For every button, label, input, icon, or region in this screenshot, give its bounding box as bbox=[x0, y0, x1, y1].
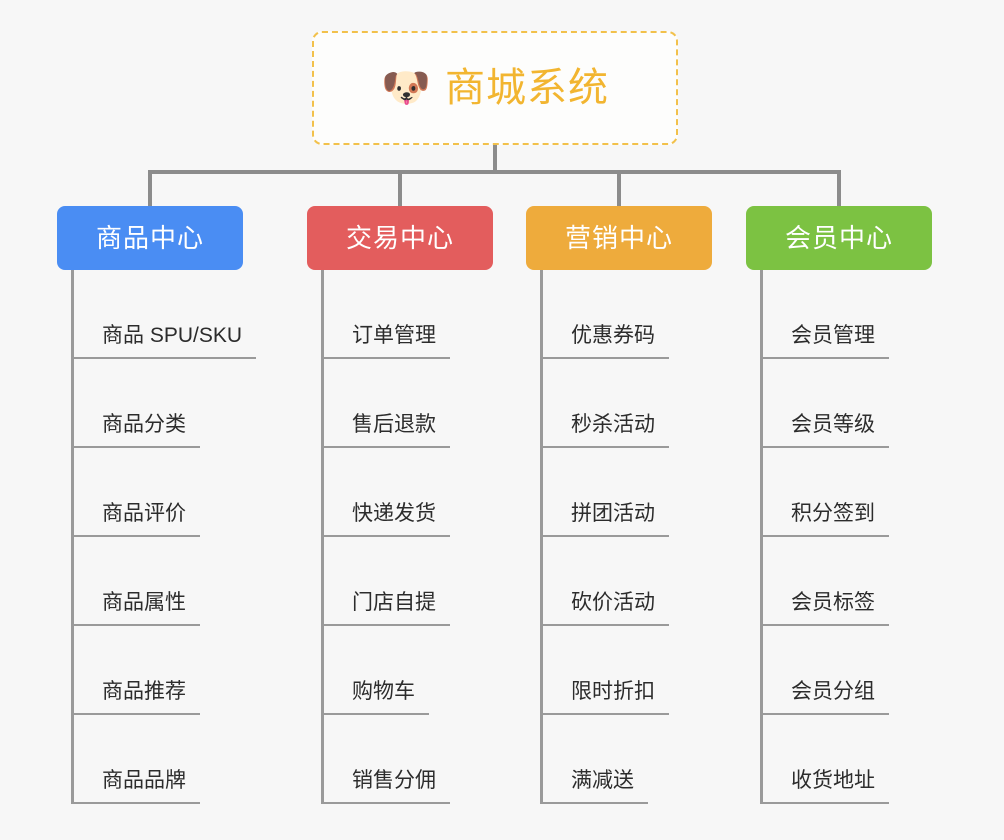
leaf-label: 商品评价 bbox=[102, 503, 200, 537]
leaf-label: 限时折扣 bbox=[571, 681, 669, 715]
leaf-label: 商品品牌 bbox=[102, 770, 200, 804]
leaf-item[interactable]: 购物车 bbox=[307, 626, 493, 715]
leaf-label: 商品分类 bbox=[102, 414, 200, 448]
leaf-item[interactable]: 秒杀活动 bbox=[526, 359, 712, 448]
connector-drop-member-center bbox=[837, 170, 841, 212]
leaf-item[interactable]: 会员分组 bbox=[746, 626, 932, 715]
tree-spine bbox=[321, 270, 324, 804]
leaf-item[interactable]: 商品 SPU/SKU bbox=[57, 270, 257, 359]
leaf-item[interactable]: 商品评价 bbox=[57, 448, 243, 537]
leaf-item[interactable]: 砍价活动 bbox=[526, 537, 712, 626]
category-label: 交易中心 bbox=[345, 223, 454, 253]
leaf-label: 满减送 bbox=[571, 770, 648, 804]
connector-drop-product-center bbox=[148, 170, 152, 212]
leaf-item[interactable]: 积分签到 bbox=[746, 448, 932, 537]
leaf-label: 销售分佣 bbox=[352, 770, 450, 804]
leaf-item[interactable]: 门店自提 bbox=[307, 537, 493, 626]
leaf-label: 积分签到 bbox=[791, 503, 889, 537]
leaf-label: 门店自提 bbox=[352, 592, 450, 626]
leaf-label: 购物车 bbox=[352, 681, 429, 715]
tree-spine bbox=[760, 270, 763, 804]
leaf-label: 会员管理 bbox=[791, 325, 889, 359]
leaf-label: 商品属性 bbox=[102, 592, 200, 626]
connector-drop-marketing-center bbox=[617, 170, 621, 212]
leaf-label: 售后退款 bbox=[352, 414, 450, 448]
leaf-list-marketing-center: 优惠券码秒杀活动拼团活动砍价活动限时折扣满减送 bbox=[526, 270, 712, 804]
tree-spine bbox=[540, 270, 543, 804]
leaf-label: 砍价活动 bbox=[571, 592, 669, 626]
leaf-item[interactable]: 订单管理 bbox=[307, 270, 493, 359]
leaf-label: 收货地址 bbox=[791, 770, 889, 804]
leaf-item[interactable]: 商品品牌 bbox=[57, 715, 243, 804]
column-trade-center: 交易中心订单管理售后退款快递发货门店自提购物车销售分佣 bbox=[307, 206, 493, 804]
root-title: 商城系统 bbox=[445, 66, 609, 110]
leaf-item[interactable]: 满减送 bbox=[526, 715, 712, 804]
leaf-item[interactable]: 商品分类 bbox=[57, 359, 243, 448]
leaf-item[interactable]: 快递发货 bbox=[307, 448, 493, 537]
category-label: 会员中心 bbox=[784, 223, 893, 253]
column-member-center: 会员中心会员管理会员等级积分签到会员标签会员分组收货地址 bbox=[746, 206, 932, 804]
tree-spine bbox=[71, 270, 74, 804]
leaf-item[interactable]: 优惠券码 bbox=[526, 270, 712, 359]
leaf-item[interactable]: 会员管理 bbox=[746, 270, 932, 359]
leaf-label: 优惠券码 bbox=[571, 325, 669, 359]
leaf-item[interactable]: 会员等级 bbox=[746, 359, 932, 448]
root-node[interactable]: 🐶 商城系统 bbox=[312, 31, 678, 145]
leaf-label: 订单管理 bbox=[352, 325, 450, 359]
leaf-item[interactable]: 商品推荐 bbox=[57, 626, 243, 715]
leaf-item[interactable]: 限时折扣 bbox=[526, 626, 712, 715]
connector-drop-trade-center bbox=[398, 170, 402, 212]
category-box-product-center[interactable]: 商品中心 bbox=[57, 206, 243, 270]
leaf-item[interactable]: 会员标签 bbox=[746, 537, 932, 626]
category-box-trade-center[interactable]: 交易中心 bbox=[307, 206, 493, 270]
leaf-item[interactable]: 收货地址 bbox=[746, 715, 932, 804]
leaf-label: 快递发货 bbox=[352, 503, 450, 537]
root-connector-stem bbox=[493, 145, 497, 173]
category-label: 商品中心 bbox=[95, 223, 204, 253]
root-connector-bar bbox=[150, 170, 838, 174]
leaf-label: 秒杀活动 bbox=[571, 414, 669, 448]
leaf-item[interactable]: 商品属性 bbox=[57, 537, 243, 626]
leaf-label: 会员等级 bbox=[791, 414, 889, 448]
column-product-center: 商品中心商品 SPU/SKU 商品分类商品评价商品属性商品推荐商品品牌 bbox=[57, 206, 257, 804]
leaf-list-product-center: 商品 SPU/SKU 商品分类商品评价商品属性商品推荐商品品牌 bbox=[57, 270, 257, 804]
leaf-label: 商品 SPU/SKU bbox=[102, 325, 257, 359]
category-box-member-center[interactable]: 会员中心 bbox=[746, 206, 932, 270]
leaf-label: 会员标签 bbox=[791, 592, 889, 626]
category-label: 营销中心 bbox=[564, 223, 673, 253]
leaf-label: 商品推荐 bbox=[102, 681, 200, 715]
leaf-label: 拼团活动 bbox=[571, 503, 669, 537]
leaf-list-member-center: 会员管理会员等级积分签到会员标签会员分组收货地址 bbox=[746, 270, 932, 804]
leaf-item[interactable]: 销售分佣 bbox=[307, 715, 493, 804]
leaf-item[interactable]: 拼团活动 bbox=[526, 448, 712, 537]
leaf-label: 会员分组 bbox=[791, 681, 889, 715]
leaf-list-trade-center: 订单管理售后退款快递发货门店自提购物车销售分佣 bbox=[307, 270, 493, 804]
leaf-item[interactable]: 售后退款 bbox=[307, 359, 493, 448]
category-box-marketing-center[interactable]: 营销中心 bbox=[526, 206, 712, 270]
column-marketing-center: 营销中心优惠券码秒杀活动拼团活动砍价活动限时折扣满减送 bbox=[526, 206, 712, 804]
dog-face-icon: 🐶 bbox=[381, 66, 431, 110]
